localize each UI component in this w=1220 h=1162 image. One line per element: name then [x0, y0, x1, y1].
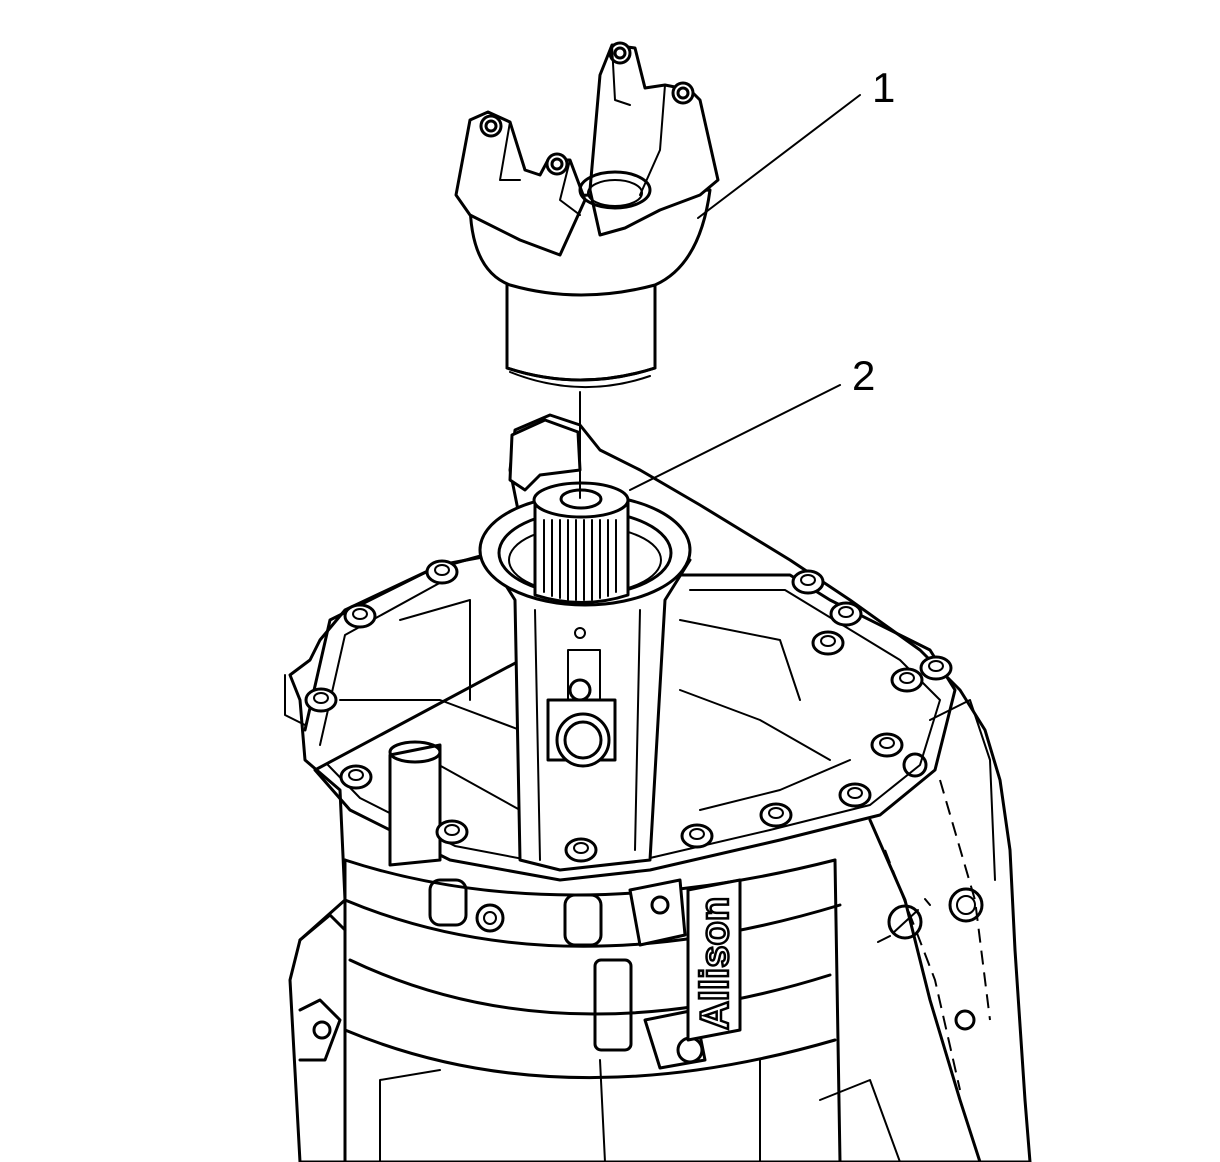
callout-2: 2 [629, 352, 875, 491]
callout-1: 1 [697, 64, 895, 219]
bolt-icon [564, 837, 598, 863]
bolt-icon [811, 630, 845, 656]
brand-label: Allison [693, 897, 737, 1030]
callout-2-label: 2 [852, 352, 875, 399]
shaft-splines [543, 519, 617, 601]
bolt-icon [829, 601, 863, 627]
bolt-icon [435, 819, 469, 845]
bolt-icon [759, 802, 793, 828]
bolt-icon [838, 782, 872, 808]
bolt-icon [304, 687, 338, 713]
bolt-icon [791, 569, 825, 595]
bolt-icon [343, 603, 377, 629]
flange-bolts [304, 559, 953, 863]
output-shaft [532, 481, 630, 604]
bolt-icon [680, 823, 714, 849]
bolt-icon [870, 732, 904, 758]
plug-icon [877, 898, 931, 943]
bolt-icon [919, 655, 953, 681]
callout-1-label: 1 [872, 64, 895, 111]
driveshaft-yoke [454, 41, 720, 389]
bolt-icon [339, 764, 373, 790]
bolt-icon [890, 667, 924, 693]
bolt-icon [425, 559, 459, 585]
